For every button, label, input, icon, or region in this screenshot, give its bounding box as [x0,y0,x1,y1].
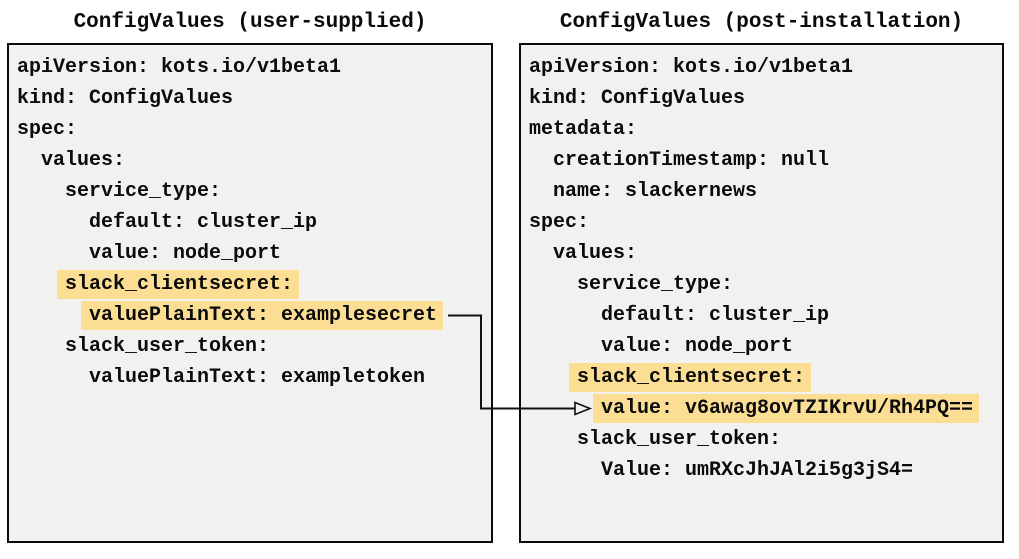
yaml-line: service_type: [529,269,1002,300]
yaml-line-text: name: slackernews [553,180,758,203]
yaml-line: kind: ConfigValues [529,83,1002,114]
yaml-line: value: v6awag8ovTZIKrvU/Rh4PQ== [529,393,1002,424]
yaml-line-text-highlighted: valuePlainText: examplesecret [81,301,444,330]
yaml-line-text: values: [553,242,638,265]
yaml-line-text: kind: ConfigValues [529,87,746,110]
yaml-line-text: Value: umRXcJhJAl2i5g3jS4= [601,459,914,482]
yaml-line-text: service_type: [577,273,734,296]
yaml-line: default: cluster_ip [529,300,1002,331]
yaml-line: spec: [17,114,491,145]
yaml-line: valuePlainText: examplesecret [17,300,491,331]
yaml-line-text-highlighted: slack_clientsecret: [569,363,812,392]
yaml-line-text: default: cluster_ip [89,211,318,234]
yaml-line-text-highlighted: slack_clientsecret: [57,270,300,299]
config-values-user-supplied-panel: apiVersion: kots.io/v1beta1 kind: ConfigV… [7,43,493,543]
yaml-line: service_type: [17,176,491,207]
yaml-line: spec: [529,207,1002,238]
panel-title-post-installation: ConfigValues (post-installation) [559,11,964,34]
yaml-line: value: node_port [17,238,491,269]
yaml-line: Value: umRXcJhJAl2i5g3jS4= [529,455,1002,486]
yaml-line: slack_user_token: [17,331,491,362]
yaml-line: values: [529,238,1002,269]
yaml-line: valuePlainText: exampletoken [17,362,491,393]
yaml-line-text: value: node_port [89,242,282,265]
yaml-line: slack_clientsecret: [529,362,1002,393]
yaml-line-text-highlighted: value: v6awag8ovTZIKrvU/Rh4PQ== [593,394,980,423]
yaml-line: value: node_port [529,331,1002,362]
config-values-post-installation-panel: apiVersion: kots.io/v1beta1 kind: ConfigV… [519,43,1004,543]
yaml-line-text: slack_user_token: [577,428,782,451]
yaml-line-text: apiVersion: kots.io/v1beta1 [529,56,854,79]
yaml-line: slack_clientsecret: [17,269,491,300]
yaml-line-text: service_type: [65,180,222,203]
yaml-line: kind: ConfigValues [17,83,491,114]
yaml-line: metadata: [529,114,1002,145]
yaml-line: name: slackernews [529,176,1002,207]
yaml-line-text: spec: [17,118,78,141]
yaml-line-text: metadata: [529,118,638,141]
yaml-line: values: [17,145,491,176]
yaml-line-text: creationTimestamp: null [553,149,830,172]
yaml-line: apiVersion: kots.io/v1beta1 [17,52,491,83]
yaml-line-text: value: node_port [601,335,794,358]
yaml-line-text: apiVersion: kots.io/v1beta1 [17,56,342,79]
yaml-line-text: values: [41,149,126,172]
panel-title-user-supplied: ConfigValues (user-supplied) [73,11,427,34]
yaml-line: creationTimestamp: null [529,145,1002,176]
yaml-line: apiVersion: kots.io/v1beta1 [529,52,1002,83]
yaml-line: default: cluster_ip [17,207,491,238]
yaml-line-text: default: cluster_ip [601,304,830,327]
yaml-line-text: spec: [529,211,590,234]
yaml-line-text: valuePlainText: exampletoken [89,366,426,389]
yaml-line-text: slack_user_token: [65,335,270,358]
yaml-line: slack_user_token: [529,424,1002,455]
yaml-line-text: kind: ConfigValues [17,87,234,110]
